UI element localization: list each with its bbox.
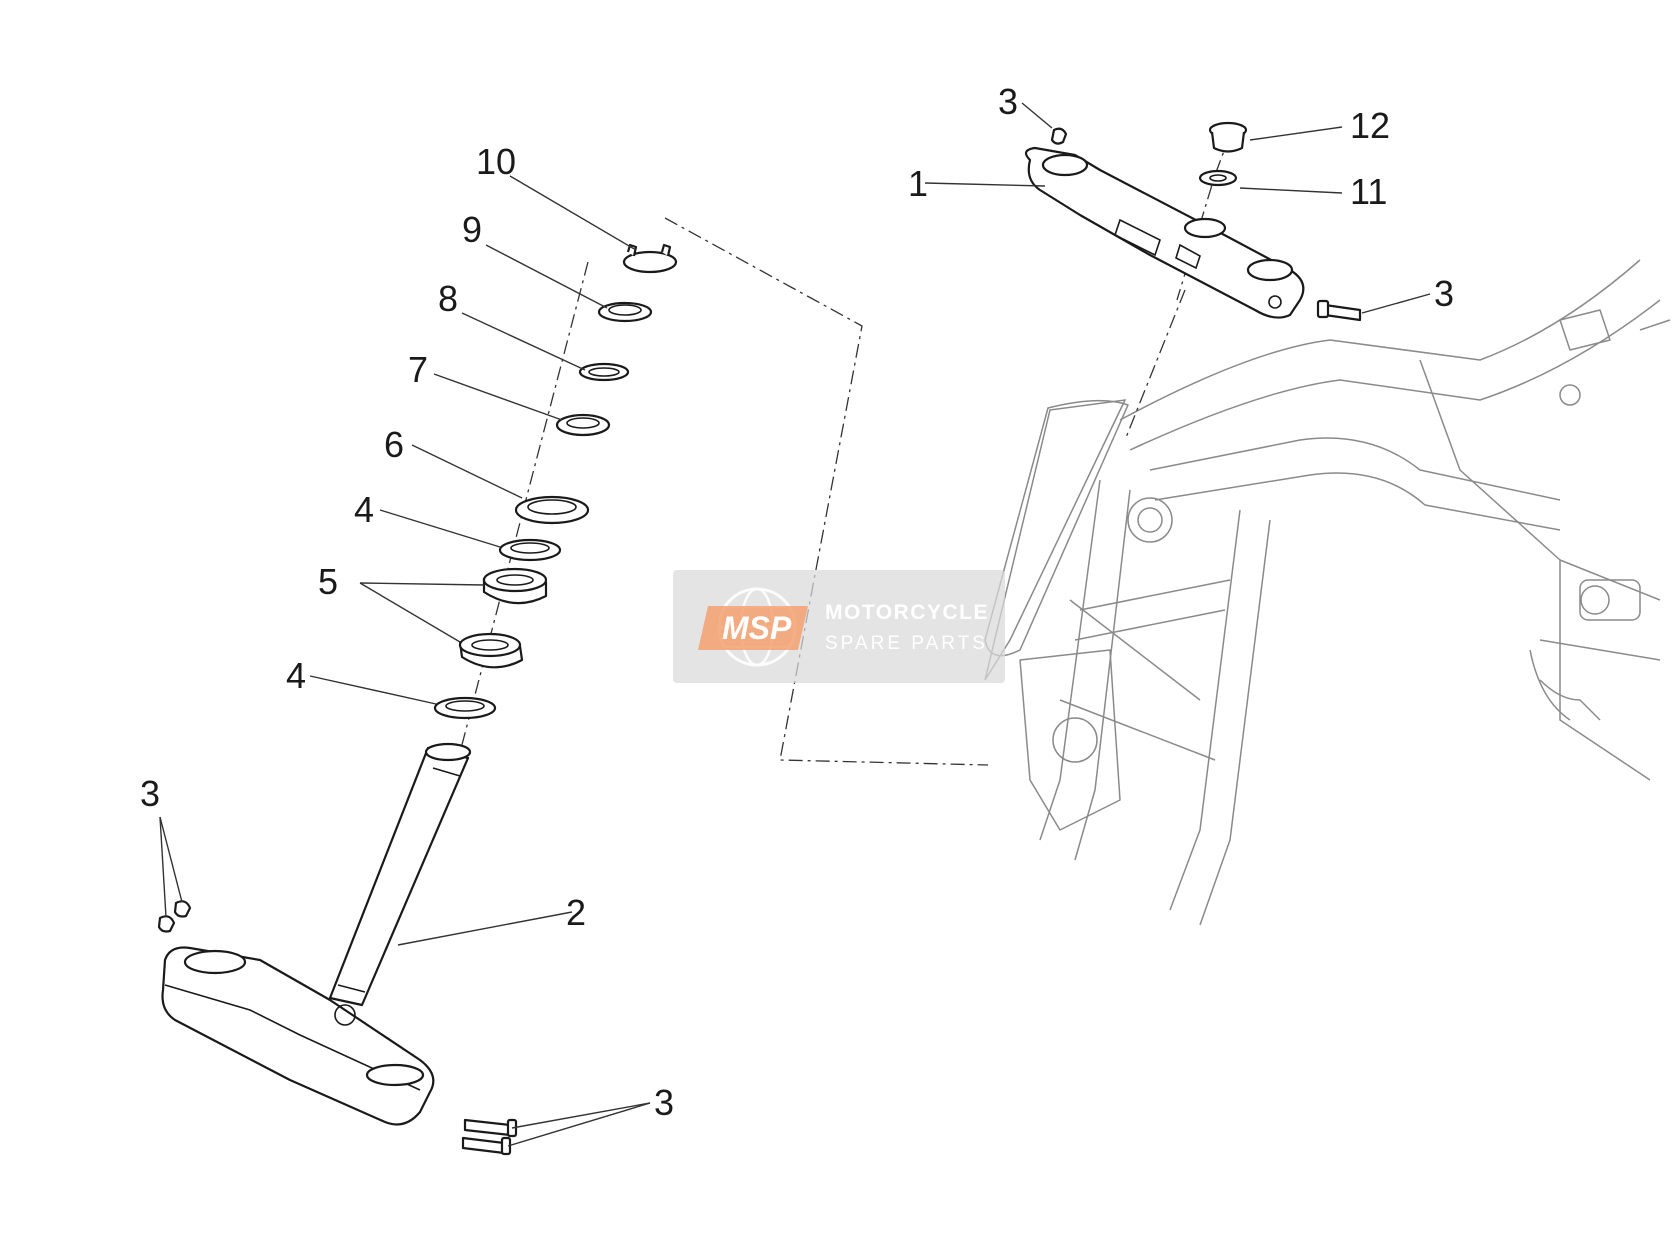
screw-top: [1050, 127, 1068, 145]
callout-3-bottom: 3: [654, 1082, 674, 1123]
callout-3-left: 3: [140, 773, 160, 814]
part-5-upper-bearing: [482, 567, 548, 605]
callout-4-lower: 4: [286, 655, 306, 696]
callout-7: 7: [408, 349, 428, 390]
callout-3-top: 3: [998, 81, 1018, 122]
watermark-logo: MSP: [722, 610, 792, 646]
callout-1: 1: [908, 163, 928, 204]
watermark: MSP MOTORCYCLE SPARE PARTS: [673, 570, 1005, 683]
part-7-ring-nut: [555, 413, 611, 437]
callout-2: 2: [566, 892, 586, 933]
screws-left: [157, 900, 192, 933]
watermark-line2: SPARE PARTS: [825, 633, 988, 654]
callout-4-upper: 4: [354, 489, 374, 530]
part-4-upper-seal: [498, 538, 562, 562]
callout-5: 5: [318, 561, 338, 602]
watermark-line1: MOTORCYCLE: [825, 601, 989, 624]
callout-12: 12: [1350, 105, 1390, 146]
cap-nut: [1208, 121, 1248, 153]
upper-triple-clamp: [1024, 146, 1305, 319]
leader-lines: [159, 102, 1431, 1147]
callout-3-right: 3: [1434, 273, 1454, 314]
screws-bottom: [461, 1118, 518, 1156]
callout-11: 11: [1350, 171, 1387, 212]
part-5-lower-bearing: [458, 632, 524, 669]
msp-logo-badge: [698, 606, 808, 650]
part-4-lower-seal: [433, 696, 497, 720]
part-9-ring-nut: [597, 301, 653, 323]
callout-8: 8: [438, 278, 458, 319]
part-6-dust-seal: [514, 495, 590, 525]
screw-right: [1316, 299, 1362, 322]
motorcycle-frame: [984, 259, 1671, 926]
washer-11: [1198, 169, 1238, 187]
lower-triple-clamp-with-stem: [161, 742, 472, 1126]
part-10-lock-plate: [622, 243, 678, 274]
callout-9: 9: [462, 209, 482, 250]
callout-6: 6: [384, 424, 404, 465]
part-8-washer: [578, 362, 630, 382]
callout-labels: 1 2 3 3 3 3 4 4 5 6 7 8 9 10 11 12: [140, 81, 1454, 1123]
callout-10: 10: [476, 141, 516, 182]
